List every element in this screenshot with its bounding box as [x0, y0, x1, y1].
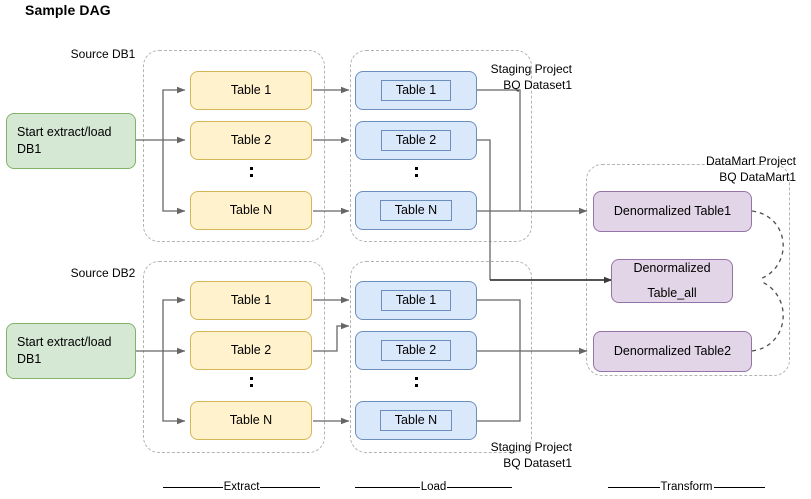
group-extract-db1: [143, 50, 325, 242]
extract-db2-table-n-label: Table N: [229, 413, 273, 428]
phase-load-label: Load: [420, 481, 447, 493]
extract-db2-table-2[interactable]: Table 2: [190, 331, 312, 370]
phase-load-rule-left: [355, 486, 420, 488]
load-db2-table-1[interactable]: Table 1: [355, 281, 477, 320]
phase-load: Load: [355, 481, 512, 493]
extract-db2-table-1[interactable]: Table 1: [190, 281, 312, 320]
group-extract-db2: [143, 261, 325, 453]
load-db1-ellipsis: [409, 163, 423, 181]
label-staging-top: Staging Project BQ Dataset1: [490, 62, 572, 93]
group-load-db2: [350, 261, 532, 453]
denormalized-table-all[interactable]: Denormalized Table_all: [611, 259, 733, 303]
label-source-db2: Source DB2: [70, 266, 136, 280]
extract-db1-table-1[interactable]: Table 1: [190, 71, 312, 110]
denormalized-table2[interactable]: Denormalized Table2: [593, 331, 752, 372]
denormalized-table2-label: Denormalized Table2: [613, 344, 732, 359]
load-db2-table-n[interactable]: Table N: [355, 401, 477, 440]
extract-db1-table-n-label: Table N: [229, 203, 273, 218]
phase-extract: Extract: [163, 481, 321, 493]
extract-db1-table-2[interactable]: Table 2: [190, 121, 312, 160]
load-db2-table-n-label: Table N: [379, 410, 453, 431]
extract-db1-table-n[interactable]: Table N: [190, 191, 312, 230]
start-extract-load-db2[interactable]: Start extract/load DB1: [6, 323, 136, 379]
group-load-db1: [350, 50, 532, 242]
denormalized-table1[interactable]: Denormalized Table1: [593, 191, 752, 232]
start-extract-load-db1[interactable]: Start extract/load DB1: [6, 113, 136, 169]
phase-extract-label: Extract: [223, 481, 260, 493]
phase-transform: Transform: [608, 481, 766, 493]
extract-db2-table-1-label: Table 1: [230, 293, 272, 308]
denormalized-table-all-label-line1: Denormalized: [633, 261, 711, 276]
load-db2-table-1-label: Table 1: [380, 290, 452, 311]
phase-extract-rule-right: [260, 486, 321, 488]
load-db1-table-n-label: Table N: [379, 200, 453, 221]
extract-db1-ellipsis: [244, 163, 258, 181]
start-db2-label: Start extract/load DB1: [17, 335, 112, 366]
load-db1-table-1[interactable]: Table 1: [355, 71, 477, 110]
denormalized-table-all-label-line2: Table_all: [647, 286, 697, 300]
label-source-db1: Source DB1: [70, 47, 136, 61]
phase-extract-rule-left: [163, 486, 223, 488]
extract-db2-table-2-label: Table 2: [230, 343, 272, 358]
phase-transform-rule-right: [713, 486, 766, 488]
phase-transform-label: Transform: [660, 481, 713, 493]
load-db2-table-2-label: Table 2: [380, 340, 452, 361]
extract-db1-table-1-label: Table 1: [230, 83, 272, 98]
start-db1-label: Start extract/load DB1: [17, 125, 112, 156]
extract-db1-table-2-label: Table 2: [230, 133, 272, 148]
load-db2-table-2[interactable]: Table 2: [355, 331, 477, 370]
load-db1-table-2[interactable]: Table 2: [355, 121, 477, 160]
extract-db2-table-n[interactable]: Table N: [190, 401, 312, 440]
phase-transform-rule-left: [608, 486, 660, 488]
label-staging-bottom: Staging Project BQ Dataset1: [490, 440, 572, 471]
extract-db2-ellipsis: [244, 373, 258, 391]
label-datamart: DataMart Project BQ DataMart1: [705, 154, 796, 185]
denormalized-table1-label: Denormalized Table1: [613, 204, 732, 219]
page-title: Sample DAG: [25, 2, 111, 18]
load-db2-ellipsis: [409, 373, 423, 391]
load-db1-table-2-label: Table 2: [380, 130, 452, 151]
load-db1-table-n[interactable]: Table N: [355, 191, 477, 230]
load-db1-table-1-label: Table 1: [380, 80, 452, 101]
group-datamart: [586, 164, 790, 376]
phase-load-rule-right: [447, 486, 512, 488]
